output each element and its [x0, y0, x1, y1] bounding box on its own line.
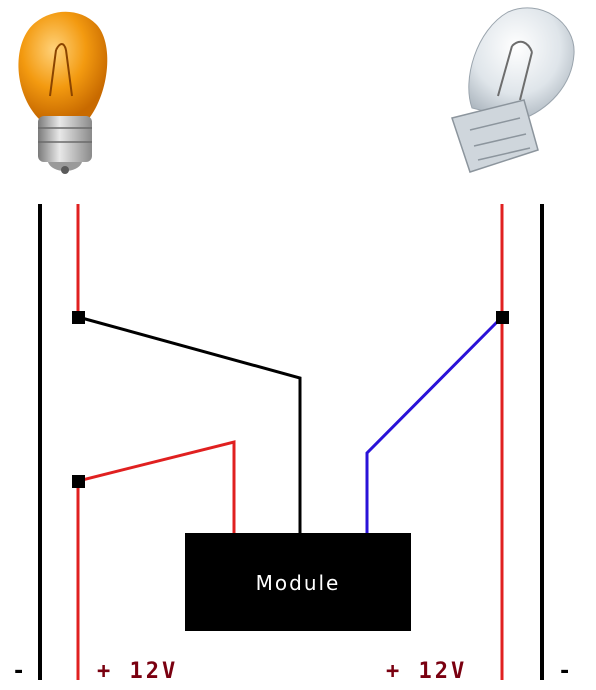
- left-signal-wire: [77, 315, 302, 533]
- junction-node-left-lower: [72, 475, 85, 488]
- junction-node-left-upper: [72, 311, 85, 324]
- terminal-left-positive: + 12V: [97, 659, 178, 684]
- junction-node-right: [496, 311, 509, 324]
- terminal-right-positive: + 12V: [386, 659, 467, 684]
- terminal-left-negative: -: [12, 659, 28, 684]
- amber-bayonet-bulb-icon: [18, 11, 108, 174]
- module-label: Module: [256, 571, 341, 595]
- terminal-right-negative: -: [558, 659, 574, 684]
- module-box: Module: [185, 533, 411, 631]
- left-supply-wire: [76, 440, 236, 680]
- clear-wedge-bulb-icon: [451, 7, 575, 173]
- right-signal-wire: [365, 315, 504, 533]
